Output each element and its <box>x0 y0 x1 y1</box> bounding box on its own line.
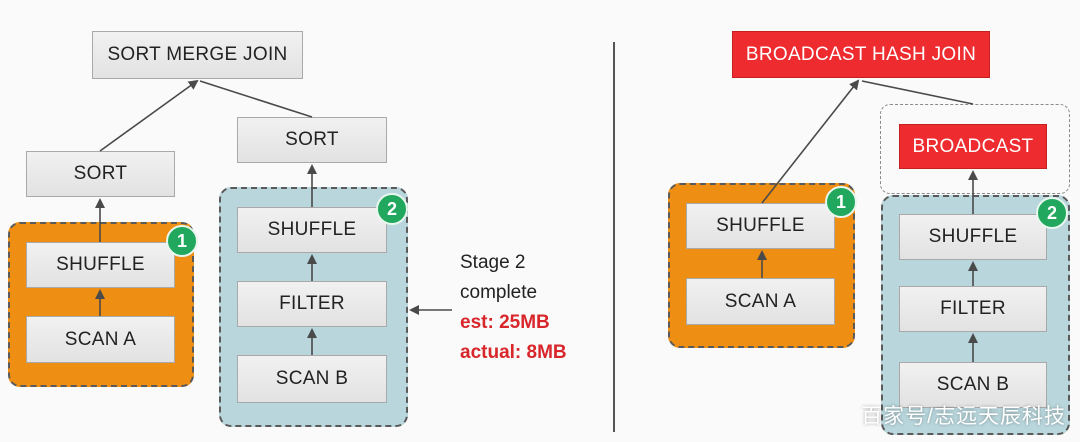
right-stage2-badge: 2 <box>1036 197 1068 229</box>
left-shuffle-a-node: SHUFFLE <box>26 242 175 288</box>
right-scan-b-node: SCAN B <box>899 362 1047 408</box>
plan-divider <box>613 42 615 432</box>
stage2-note-line1: Stage 2 <box>460 252 526 273</box>
sort-merge-join-node: SORT MERGE JOIN <box>92 31 303 79</box>
left-scan-b-node: SCAN B <box>237 355 387 403</box>
watermark: 百家号/志远天辰科技 <box>861 405 1066 428</box>
left-filter-b-node: FILTER <box>237 281 387 327</box>
stage2-note-actual: actual: 8MB <box>460 342 567 363</box>
stage2-note-est: est: 25MB <box>460 312 550 333</box>
broadcast-group-outline <box>880 104 1070 194</box>
edge-shuffle-a-to-bhj <box>761 79 860 204</box>
left-sort-node: SORT <box>26 151 175 197</box>
edge-broadcast-to-bhj <box>861 80 974 105</box>
left-stage2-badge: 2 <box>376 193 408 225</box>
right-shuffle-a-node: SHUFFLE <box>686 203 835 249</box>
stage2-note-line2: complete <box>460 282 538 303</box>
left-shuffle-b-node: SHUFFLE <box>237 207 387 253</box>
broadcast-node: BROADCAST <box>899 124 1047 169</box>
right-shuffle-b-node: SHUFFLE <box>899 214 1047 260</box>
right-stage1-badge: 1 <box>825 186 857 218</box>
edge-right-sort-to-join <box>199 80 313 118</box>
edge-left-sort-to-join <box>99 79 199 152</box>
left-stage1-badge: 1 <box>166 225 198 257</box>
right-scan-a-node: SCAN A <box>686 278 835 325</box>
right-sort-node: SORT <box>237 117 387 163</box>
right-filter-b-node: FILTER <box>899 286 1047 332</box>
broadcast-hash-join-node: BROADCAST HASH JOIN <box>732 31 990 78</box>
left-scan-a-node: SCAN A <box>26 316 175 363</box>
